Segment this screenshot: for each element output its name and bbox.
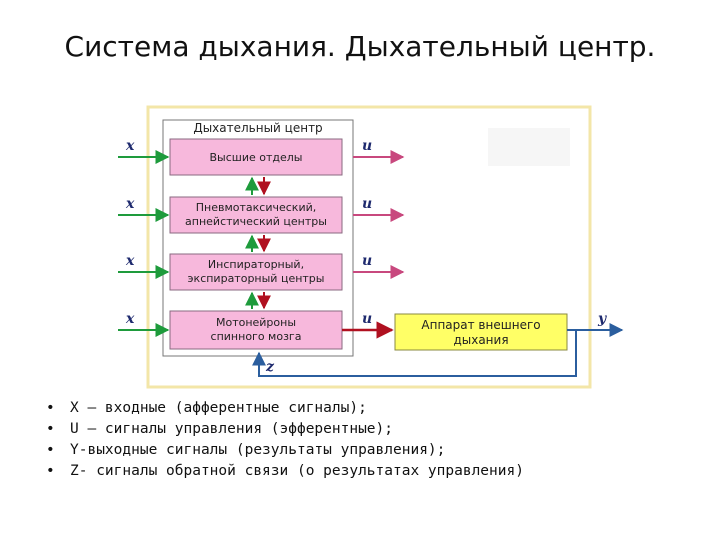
- block-motoneurons: Мотонейроны спинного мозга: [169, 310, 343, 350]
- block-apparatus: Аппарат внешнего дыхания: [394, 313, 568, 351]
- block-higher-divisions: Высшие отделы: [169, 138, 343, 176]
- bullet-icon: •: [46, 400, 55, 416]
- svg-text:u: u: [362, 138, 372, 154]
- legend-item: •X – входные (афферентные сигналы);: [42, 398, 524, 419]
- svg-text:дыхания: дыхания: [453, 333, 508, 347]
- bullet-icon: •: [46, 463, 55, 479]
- legend-item: •Z- сигналы обратной связи (о результата…: [42, 461, 524, 482]
- faint-box: [488, 128, 570, 166]
- svg-text:Высшие отделы: Высшие отделы: [210, 151, 303, 164]
- block-inspiratory: Инспираторный, экспираторный центры: [169, 253, 343, 291]
- svg-text:x: x: [125, 138, 135, 154]
- svg-text:u: u: [362, 253, 372, 269]
- svg-text:Аппарат внешнего: Аппарат внешнего: [421, 318, 540, 332]
- output-y-label: y: [597, 311, 607, 327]
- bullet-icon: •: [46, 421, 55, 437]
- svg-text:апнейстический центры: апнейстический центры: [185, 215, 327, 228]
- svg-text:u: u: [362, 196, 372, 212]
- slide-title: Система дыхания. Дыхательный центр.: [64, 30, 656, 63]
- svg-text:Пневмотаксический,: Пневмотаксический,: [196, 201, 316, 214]
- svg-text:x: x: [125, 253, 135, 269]
- svg-text:экспираторный центры: экспираторный центры: [188, 272, 325, 285]
- input-labels: x x x x: [125, 138, 135, 327]
- legend-item: •Y-выходные сигналы (результаты управлен…: [42, 440, 524, 461]
- output-arrows: [342, 150, 405, 339]
- output-labels: u u u u: [362, 138, 372, 327]
- svg-text:x: x: [125, 311, 135, 327]
- svg-text:x: x: [125, 196, 135, 212]
- svg-text:u: u: [362, 311, 372, 327]
- svg-text:спинного мозга: спинного мозга: [211, 330, 302, 343]
- svg-text:Инспираторный,: Инспираторный,: [208, 258, 304, 271]
- inter-block-arrows: [245, 176, 271, 310]
- legend-list: •X – входные (афферентные сигналы); •U –…: [42, 398, 524, 482]
- feedback-z-label: z: [265, 359, 275, 375]
- diagram-frame: [146, 105, 592, 389]
- block-pneumotaxic: Пневмотаксический, апнейстический центры: [169, 196, 343, 234]
- input-arrows: [118, 150, 170, 337]
- bullet-icon: •: [46, 442, 55, 458]
- center-label: Дыхательный центр: [193, 121, 322, 135]
- legend-item: •U – сигналы управления (эфферентные);: [42, 419, 524, 440]
- svg-text:Мотонейроны: Мотонейроны: [216, 316, 296, 329]
- feedback-line: [252, 330, 577, 377]
